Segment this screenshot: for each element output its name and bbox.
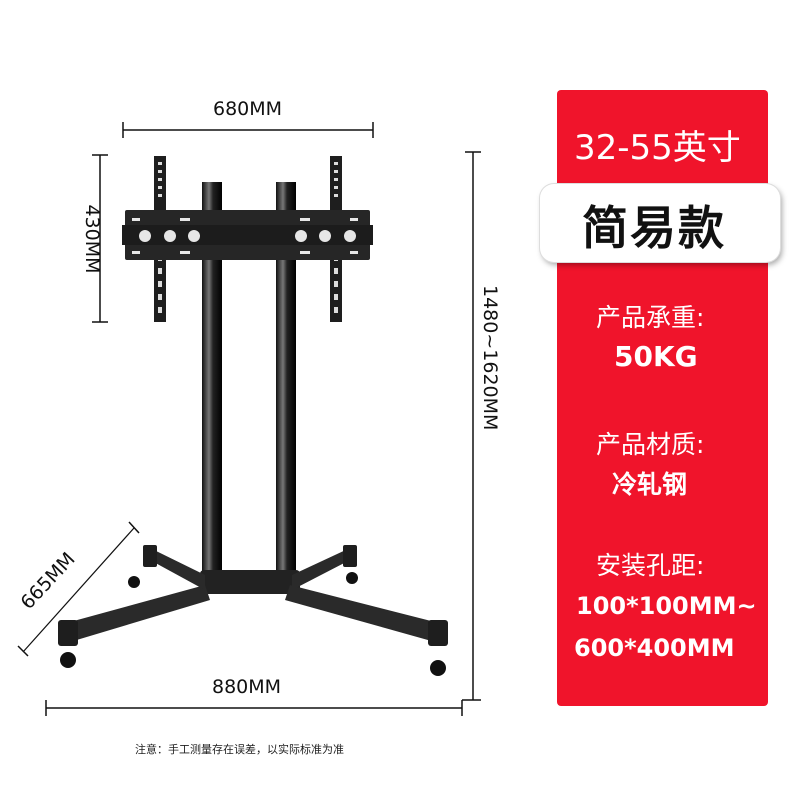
dimension-mount-height: 430MM — [81, 204, 103, 274]
load-value: 50KG — [614, 340, 698, 373]
dimension-top-width: 680MM — [213, 98, 283, 120]
load-label: 产品承重: — [596, 303, 705, 332]
material-value: 冷轧钢 — [612, 470, 688, 499]
vesa-value-max: 600*400MM — [574, 634, 735, 662]
material-label: 产品材质: — [596, 430, 705, 459]
tv-stand-illustration — [17, 122, 481, 716]
dimension-base-width: 880MM — [212, 676, 282, 698]
vesa-value-min: 100*100MM~ — [576, 592, 757, 620]
model-type-banner — [540, 184, 780, 262]
measurement-disclaimer: 注意：手工测量存在误差，以实际标准为准 — [135, 743, 344, 756]
size-range-title: 32-55英寸 — [574, 128, 741, 168]
dimension-total-height: 1480~1620MM — [479, 285, 501, 431]
model-type-label: 简易款 — [582, 201, 726, 255]
vesa-label: 安装孔距: — [596, 551, 705, 580]
